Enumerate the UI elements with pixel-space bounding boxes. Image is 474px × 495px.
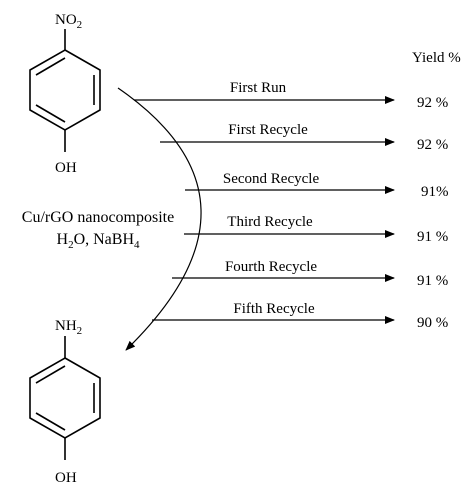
run-yield: 91 % [417,229,448,245]
product-hydroxyl-label: OH [55,470,77,486]
run-yield: 91 % [417,273,448,289]
reactant-benzene-ring [29,49,101,131]
run-yield: 90 % [417,315,448,331]
reactant-structure: NO2 OH [29,12,101,176]
run-second-recycle: Second Recycle 91% [185,171,449,200]
product-inner-bond-2 [35,412,66,431]
run-fifth-recycle: Fifth Recycle 90 % [152,301,448,331]
reactant-hydroxyl-label: OH [55,160,77,176]
run-first-recycle: First Recycle 92 % [160,122,448,153]
run-first: First Run 92 % [134,80,448,111]
run-label: Third Recycle [227,214,313,230]
product-benzene-ring [29,357,101,439]
conditions-catalyst: Cu/rGO nanocomposite [22,209,174,226]
reactant-nitro-label: NO2 [55,12,82,31]
run-label: Fourth Recycle [225,259,317,275]
run-label: Fifth Recycle [233,301,315,317]
reactant-inner-bond-2 [35,104,66,123]
run-yield: 92 % [417,137,448,153]
product-amino-label: NH2 [55,318,82,337]
yield-header: Yield % [412,50,461,66]
product-structure: NH2 OH [29,318,101,486]
run-label: Second Recycle [223,171,320,187]
reactant-inner-bond-3 [35,57,66,76]
run-yield: 92 % [417,95,448,111]
run-fourth-recycle: Fourth Recycle 91 % [172,259,448,289]
product-inner-bond-3 [35,365,66,384]
run-label: First Run [230,80,287,96]
reaction-curved-arrow [117,87,202,351]
run-label: First Recycle [228,122,308,138]
run-yield: 91% [421,184,449,200]
run-third-recycle: Third Recycle 91 % [184,214,448,245]
conditions-reagents: H2O, NaBH4 [57,231,141,251]
